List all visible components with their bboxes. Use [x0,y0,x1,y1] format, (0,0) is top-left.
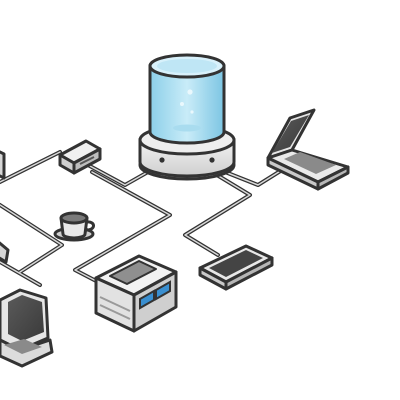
laptop-icon [0,288,54,368]
database-server-icon [138,53,236,181]
router-icon [58,139,102,175]
tablet-icon [198,244,274,291]
printer-icon [94,254,178,333]
coffee-cup-icon [53,211,95,242]
connection-lines [0,150,284,287]
generic-device-icon [0,150,10,264]
laptop-icon [266,108,350,191]
cable-server-tablet [183,170,252,257]
